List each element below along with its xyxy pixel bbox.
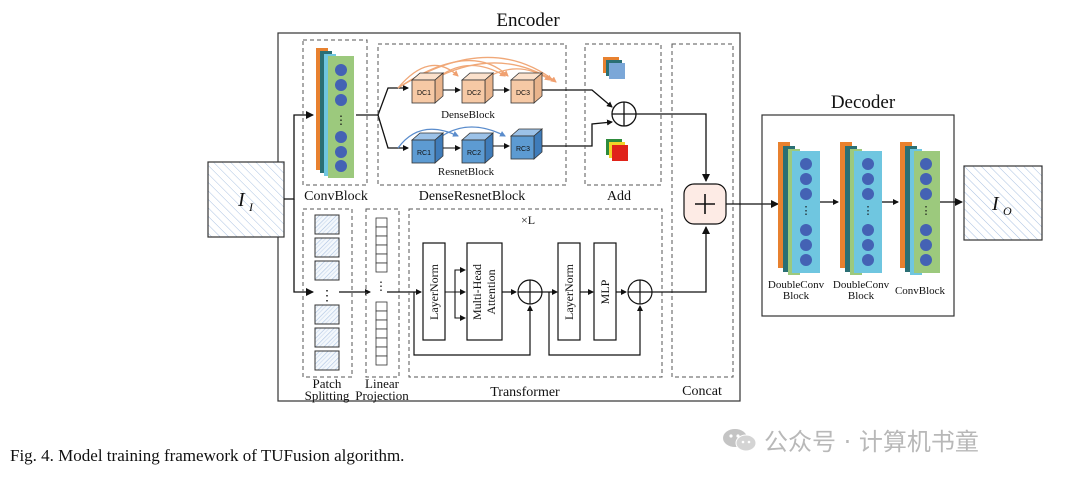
linear-label-2: Projection [355,388,409,403]
to-dense-arrow [377,85,409,116]
resnet-to-add [542,119,613,147]
svg-text:⋮: ⋮ [863,205,874,217]
figure-caption: Fig. 4. Model training framework of TUFu… [10,446,405,465]
svg-text:⋮: ⋮ [801,205,812,217]
add-feature-blue [603,57,625,79]
patch-frame [302,208,353,378]
dense-resnet-label: DenseResnetBlock [419,189,526,204]
resnet-cube-2: RC2 [460,132,495,164]
resnet-caption: ResnetBlock [438,166,495,178]
ln-to-mha-v [454,292,466,321]
convblock-stack: ⋮ [316,48,354,178]
transformer-add-2-icon [627,279,653,305]
dense-cube-1: DC1 [410,72,445,104]
residual-2 [548,292,643,356]
svg-text:RC1: RC1 [417,150,431,157]
svg-text:⋮: ⋮ [320,289,334,304]
dense-resnet-frame [377,43,567,186]
resnet-cube-3: RC3 [509,128,544,160]
resnet-cube-1: RC1 [410,132,445,164]
transformer-label: Transformer [490,385,560,400]
decoder-block-2-label-2: Block [848,290,875,302]
output-label: I [991,193,1000,215]
dense-caption: DenseBlock [441,109,495,121]
ln-to-mha-q [445,267,466,293]
mha-block [466,242,503,341]
mlp-label: MLP [598,279,612,304]
output-sub: O [1003,204,1012,218]
convblock-label: ConvBlock [304,189,368,204]
layernorm-2-label: LayerNorm [562,263,576,320]
decoder-title: Decoder [831,92,896,113]
to-resnet-arrow [377,114,409,151]
svg-text:DC3: DC3 [516,90,530,97]
concat-operator-icon [683,183,727,225]
input-sub: I [248,200,254,214]
decoder-block-2: ⋮ [840,142,882,275]
layernorm-1-label: LayerNorm [427,263,441,320]
residual-1 [413,292,533,356]
encoder-title: Encoder [496,10,560,31]
add-label: Add [607,189,631,204]
transformer-frame [408,208,663,378]
input-image: I I [207,161,285,238]
decoder-block-3: ⋮ [900,142,940,275]
dense-to-add [542,89,613,108]
convblock-frame [302,39,368,186]
dense-cube-2: DC2 [460,72,495,104]
concat-frame [671,43,734,378]
svg-text:DC2: DC2 [467,90,481,97]
add-to-concat [636,113,710,182]
mha-label-2: Attention [484,269,498,314]
watermark-text: 公众号 · 计算机书童 [764,428,979,456]
svg-text:⋮: ⋮ [335,113,347,127]
input-arrow-bottom [293,199,314,296]
svg-text:⋮: ⋮ [921,205,932,217]
patch-label-2: Splitting [305,388,350,403]
decoder-frame [761,114,955,317]
transformer-repeat: ×L [521,213,535,227]
svg-text:DC1: DC1 [417,90,431,97]
add-operator-icon [611,101,637,127]
resnet-skip-arcs [397,126,506,149]
linear-token-stack [375,217,388,366]
concat-label: Concat [682,384,722,399]
mha-label-1: Multi-Head [470,264,484,320]
input-arrow-top [284,111,314,200]
patch-label-1: Patch [313,376,342,391]
svg-text:RC3: RC3 [516,146,530,153]
output-image: I O [963,165,1043,241]
linear-ellipsis: ⋮ [375,279,387,293]
decoder-block-1: ⋮ [778,142,820,275]
patch-stack: ⋮ [314,214,340,371]
decoder-block-1-label-1: DoubleConv [768,279,825,291]
decoder-block-2-label-1: DoubleConv [833,279,890,291]
input-label: I [237,189,246,211]
linear-label-1: Linear [365,376,400,391]
add-frame [584,43,662,186]
watermark: 公众号 · 计算机书童 [722,422,979,457]
decoder-block-1-label-2: Block [783,290,810,302]
linear-frame [365,208,400,378]
transformer-add-1-icon [517,279,543,305]
decoder-block-3-label: ConvBlock [895,285,946,297]
wechat-icon [722,427,758,453]
add-feature-red [606,139,628,161]
transformer-to-concat [652,226,710,293]
svg-text:RC2: RC2 [467,150,481,157]
dense-cube-3: DC3 [509,72,544,104]
